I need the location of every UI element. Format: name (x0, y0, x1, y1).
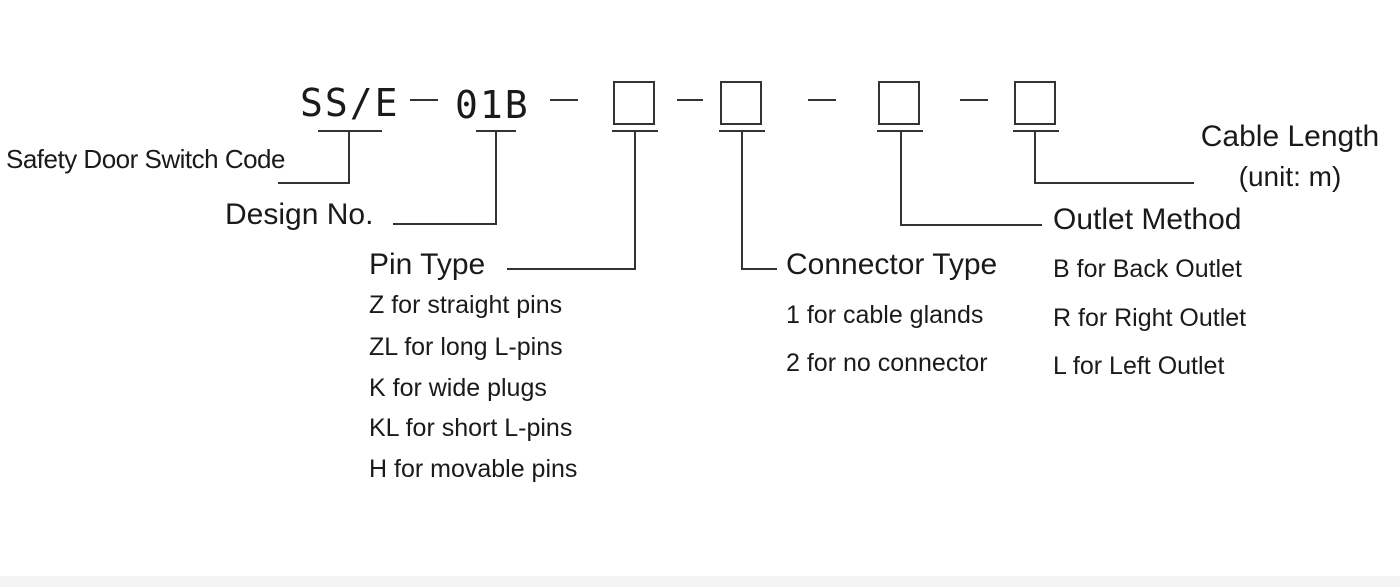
pin-option: ZL for long L-pins (369, 333, 563, 361)
outlet-method-leader-vertical (900, 130, 902, 226)
pin-option: Z for straight pins (369, 291, 563, 319)
outlet-option: B for Back Outlet (1053, 255, 1242, 283)
design-no-label: Design No. (225, 198, 374, 231)
bottom-band (0, 576, 1400, 587)
cable-length-label: Cable Length (1200, 120, 1380, 153)
pin-option: KL for short L-pins (369, 414, 573, 442)
connector-type-placeholder-box (720, 81, 762, 125)
connector-option: 2 for no connector (786, 349, 988, 377)
code-prefix-underline (318, 130, 382, 132)
outlet-option: R for Right Outlet (1053, 304, 1247, 332)
switch-code-label: Safety Door Switch Code (6, 144, 285, 174)
connector-type-leader-horizontal (741, 268, 777, 270)
pin-option: H for movable pins (369, 455, 578, 483)
design-leader-vertical (495, 130, 497, 225)
code-prefix: SS/E (300, 81, 400, 125)
code-design-number: 01B (455, 83, 530, 127)
cable-length-leader-vertical (1034, 130, 1036, 184)
cable-length-underline (1013, 130, 1059, 132)
pin-type-label: Pin Type (369, 248, 486, 281)
separator-dash (808, 99, 836, 101)
separator-dash (410, 99, 438, 101)
cable-length-unit-label: (unit: m) (1238, 161, 1342, 192)
design-leader-horizontal (393, 223, 497, 225)
pin-type-leader-vertical (634, 130, 636, 270)
outlet-method-label: Outlet Method (1053, 203, 1242, 236)
switch-code-leader-horizontal (278, 182, 350, 184)
pin-type-leader-horizontal (507, 268, 636, 270)
cable-length-placeholder-box (1014, 81, 1056, 125)
pin-type-placeholder-box (613, 81, 655, 125)
switch-code-leader-vertical (348, 130, 350, 184)
separator-dash (550, 99, 578, 101)
connector-type-label: Connector Type (786, 248, 998, 281)
outlet-method-leader-horizontal (900, 224, 1042, 226)
outlet-method-placeholder-box (878, 81, 920, 125)
pin-option: K for wide plugs (369, 374, 547, 402)
separator-dash (677, 99, 703, 101)
separator-dash (960, 99, 988, 101)
connector-type-leader-vertical (741, 130, 743, 270)
cable-length-leader-horizontal (1034, 182, 1194, 184)
connector-option: 1 for cable glands (786, 301, 984, 329)
outlet-option: L for Left Outlet (1053, 352, 1225, 380)
